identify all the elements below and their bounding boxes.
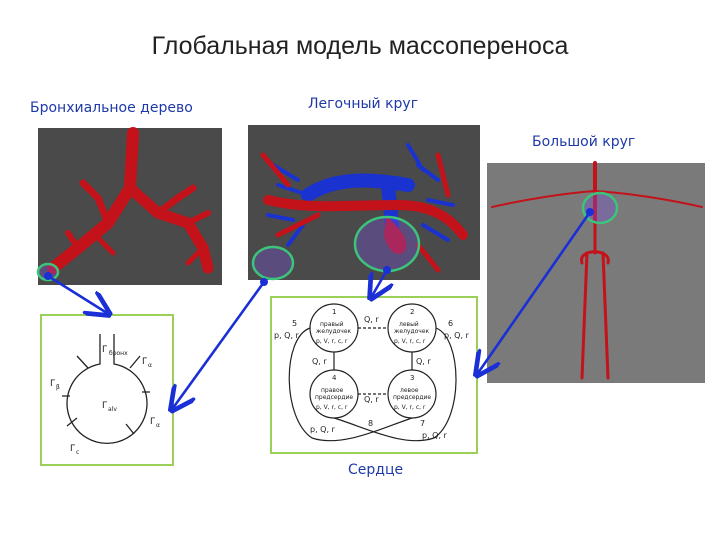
caption-heart: Сердце bbox=[348, 462, 404, 478]
heart-model-frame: 1 правый желудочек p, V, r, c, r 2 левый… bbox=[270, 296, 478, 454]
svg-text:левый: левый bbox=[399, 321, 419, 328]
svg-text:p, V, r, c, r: p, V, r, c, r bbox=[394, 404, 426, 411]
heart-flow-right: p, Q, r bbox=[444, 331, 470, 340]
heart-label-8: 8 bbox=[368, 419, 373, 428]
bronchial-tree-drawing bbox=[47, 127, 214, 274]
svg-text:p, V, r, c, r: p, V, r, c, r bbox=[316, 338, 348, 345]
svg-text:предсердие: предсердие bbox=[315, 394, 353, 401]
svg-text:правое: правое bbox=[321, 387, 344, 394]
heart-label-6: 6 bbox=[448, 319, 453, 328]
label-gamma-bronch: Г bbox=[102, 345, 108, 355]
pulmonary-drawing bbox=[260, 143, 468, 273]
page-title: Глобальная модель массопереноса bbox=[151, 32, 569, 60]
heart-label-7: 7 bbox=[420, 419, 425, 428]
svg-text:4: 4 bbox=[332, 374, 337, 382]
caption-bronchial-tree: Бронхиальное дерево bbox=[30, 100, 193, 116]
label-gamma-right-bottom: Г bbox=[150, 417, 156, 427]
heart-node-right-ventricle: 1 правый желудочек p, V, r, c, r bbox=[316, 308, 352, 345]
caption-systemic-circle: Большой круг bbox=[532, 134, 636, 150]
label-bronch-sub: бронх bbox=[109, 350, 128, 357]
heart-label-5: 5 bbox=[292, 319, 297, 328]
systemic-circle-image bbox=[487, 161, 705, 383]
systemic-drawing bbox=[491, 161, 703, 380]
arrow-pulmonary-to-alveolus bbox=[173, 281, 266, 408]
label-right-bottom-sub: α bbox=[156, 422, 160, 429]
svg-text:предсердие: предсердие bbox=[393, 394, 431, 401]
heart-bottom-right: p, Q, r bbox=[422, 431, 448, 440]
heart-q-mid: Q, r bbox=[364, 395, 379, 404]
svg-text:1: 1 bbox=[332, 308, 336, 316]
svg-text:левое: левое bbox=[400, 387, 419, 394]
heart-flow-left: p, Q, r bbox=[274, 331, 300, 340]
bronchial-tree-image bbox=[38, 127, 222, 285]
label-left-bottom-sub: c bbox=[76, 449, 79, 456]
label-gamma-center: Г bbox=[102, 401, 108, 411]
label-right-top-sub: α bbox=[148, 362, 152, 369]
label-center-sub: alv bbox=[108, 406, 117, 413]
svg-text:желудочек: желудочек bbox=[316, 328, 352, 335]
caption-pulmonary-circle: Легочный круг bbox=[308, 96, 419, 112]
heart-node-right-atrium: 4 правое предсердие p, V, r, c, r bbox=[315, 374, 353, 411]
svg-text:p, V, r, c, r: p, V, r, c, r bbox=[394, 338, 426, 345]
svg-text:правый: правый bbox=[320, 321, 344, 328]
heart-diagram: 1 правый желудочек p, V, r, c, r 2 левый… bbox=[274, 303, 470, 442]
alveolus-diagram: Г бронх Г α Г β Г alv Г α Г c bbox=[50, 334, 160, 456]
heart-q-right: Q, r bbox=[416, 357, 431, 366]
svg-text:p, V, r, c, r: p, V, r, c, r bbox=[316, 404, 348, 411]
heart-node-left-ventricle: 2 левый желудочек p, V, r, c, r bbox=[394, 308, 430, 345]
label-gamma-left: Г bbox=[50, 379, 56, 389]
svg-text:2: 2 bbox=[410, 308, 414, 316]
pulmonary-circle-image bbox=[248, 125, 480, 280]
svg-text:3: 3 bbox=[410, 374, 414, 382]
alveolus-model-frame: Г бронх Г α Г β Г alv Г α Г c bbox=[40, 314, 174, 466]
svg-text:желудочек: желудочек bbox=[394, 328, 430, 335]
label-left-sub: β bbox=[56, 384, 60, 391]
heart-q-left: Q, r bbox=[312, 357, 327, 366]
heart-q-top: Q, r bbox=[364, 315, 379, 324]
heart-node-left-atrium: 3 левое предсердие p, V, r, c, r bbox=[393, 374, 431, 411]
heart-bottom-left: p, Q, r bbox=[310, 425, 336, 434]
label-gamma-left-bottom: Г bbox=[70, 444, 76, 454]
label-gamma-right-top: Г bbox=[142, 357, 148, 367]
